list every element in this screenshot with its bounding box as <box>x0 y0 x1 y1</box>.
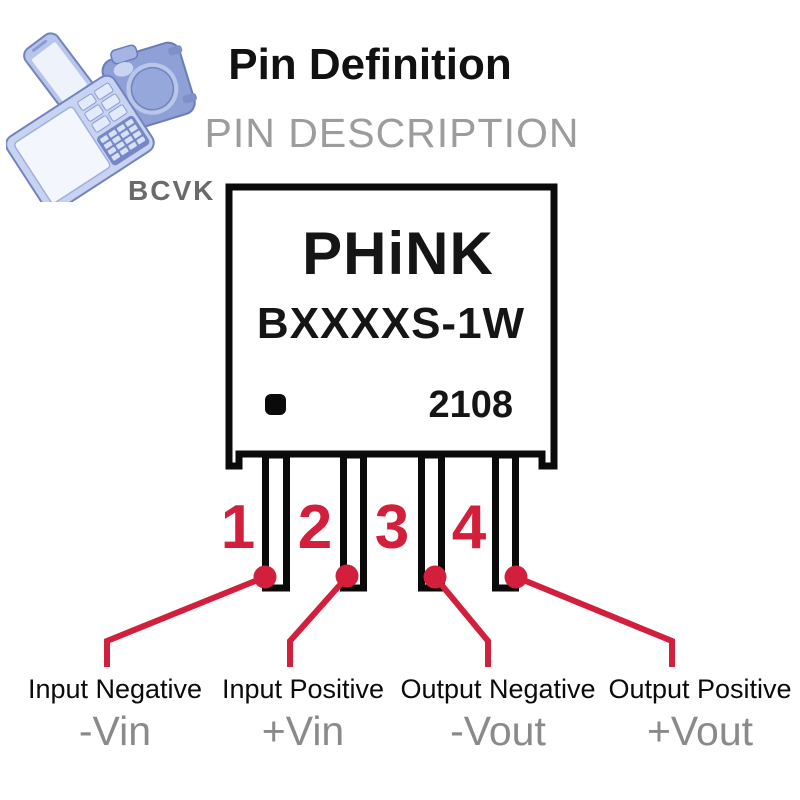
module-model-text: BXXXXS-1W <box>256 299 526 348</box>
pin-2-number: 2 <box>297 493 333 562</box>
pin-4-number: 4 <box>451 493 487 562</box>
pin-3-number: 3 <box>374 493 410 562</box>
pin-2-name: Input Positive <box>221 674 385 704</box>
pin-3-marker <box>423 565 447 589</box>
page-subtitle: PIN DESCRIPTION <box>204 110 580 156</box>
pin-4-marker <box>504 565 528 589</box>
polarity-dot-icon <box>265 394 286 415</box>
calculator-icon <box>6 74 155 202</box>
module-logo-text: PHiNK <box>302 220 494 287</box>
pin-1-number: 1 <box>220 493 256 562</box>
module-case-outline <box>225 183 558 470</box>
pin-4-label-group: Output Positive +Vout <box>608 674 791 755</box>
module-date-code: 2108 <box>428 384 513 426</box>
pin-1-leader-line <box>104 574 267 667</box>
pin-4-symbol: +Vout <box>646 708 754 754</box>
pin-1-symbol: -Vin <box>78 708 152 754</box>
pin-1-marker <box>253 565 277 589</box>
pin-1-label-group: Input Negative -Vin <box>28 674 202 755</box>
pin-4-name: Output Positive <box>608 674 792 704</box>
pin-3-leader-line <box>432 575 491 667</box>
pin-2-leader-line <box>287 575 350 667</box>
brand-devices-icon <box>6 32 197 202</box>
page-title: Pin Definition <box>228 40 512 89</box>
pin-4-leader-line <box>514 574 675 667</box>
pin-2-symbol: +Vin <box>261 708 345 754</box>
pin-3-symbol: -Vout <box>450 708 546 754</box>
brand-name: BCVK <box>128 175 216 206</box>
pin-3-name: Output Negative <box>400 674 596 704</box>
pin-3-label-group: Output Negative -Vout <box>400 674 595 755</box>
pin-2-label-group: Input Positive +Vin <box>222 674 384 755</box>
pin-2-marker <box>335 564 359 588</box>
pin-1-name: Input Negative <box>27 674 203 704</box>
